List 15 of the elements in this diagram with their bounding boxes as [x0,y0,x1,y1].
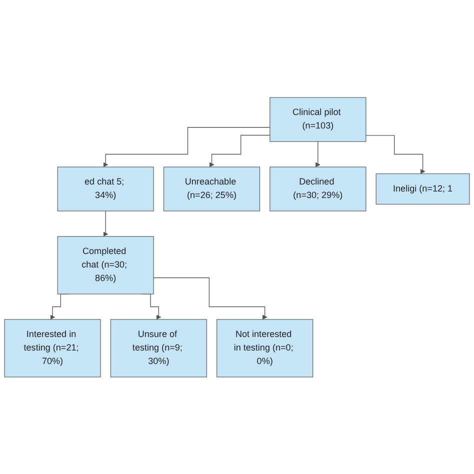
arrow [209,134,270,167]
node-box: Unsure of testing (n=9; 30%) [110,318,207,378]
arrow [103,126,270,167]
node-box: Ineligi (n=12; 1 [376,173,470,204]
arrow [366,134,426,174]
node-box: Interested in testing (n=21; 70%) [4,318,101,378]
arrow [153,277,268,320]
arrow [315,140,320,167]
arrow [103,210,108,236]
node-box: ed chat 5; 34%) [57,166,154,212]
node-box: Clinical pilot (n=103) [270,96,366,142]
node-box: Not interested in testing (n=0; 0%) [216,318,314,378]
node-box: Unreachable (n=26; 25%) [163,166,260,212]
node-box: Declined (n=30; 29%) [270,166,366,212]
node-box: Completed chat (n=30; 86%) [57,236,154,294]
